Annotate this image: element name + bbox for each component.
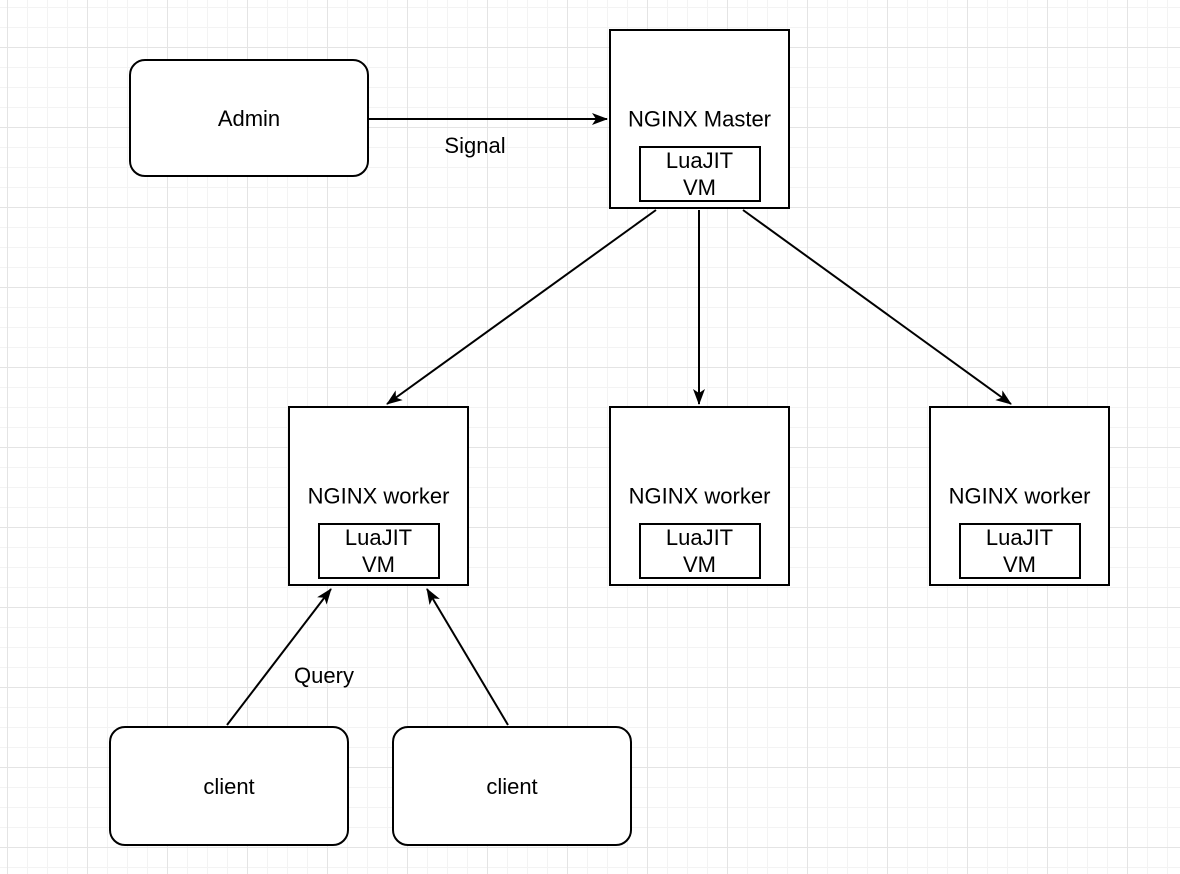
node-worker1-luajit-vm[interactable]: LuaJIT VM	[317, 523, 440, 579]
edge-label-query: Query	[294, 663, 354, 688]
node-client-label: client	[203, 773, 255, 799]
luajit-vm-label-line2: VM	[683, 175, 716, 200]
node-client-2[interactable]: client	[392, 726, 632, 846]
node-nginx-master[interactable]: NGINX Master LuaJIT VM	[609, 29, 790, 209]
node-master-luajit-vm[interactable]: LuaJIT VM	[638, 146, 761, 202]
luajit-vm-label-line2: VM	[683, 552, 716, 577]
node-client-1[interactable]: client	[109, 726, 349, 846]
luajit-vm-label-line2: VM	[362, 552, 395, 577]
node-nginx-worker-label: NGINX worker	[628, 483, 771, 509]
luajit-vm-label-line1: LuaJIT	[665, 148, 734, 173]
edge-label-signal: Signal	[444, 133, 506, 158]
luajit-vm-label-line2: VM	[1003, 552, 1036, 577]
edge-client1-to-worker1[interactable]	[226, 588, 332, 726]
node-nginx-worker-label: NGINX worker	[307, 483, 450, 509]
node-admin[interactable]: Admin	[129, 59, 369, 177]
luajit-vm-label-line1: LuaJIT	[985, 525, 1054, 550]
node-nginx-master-label: NGINX Master	[627, 106, 772, 132]
luajit-vm-label-line1: LuaJIT	[665, 525, 734, 550]
node-nginx-worker-label: NGINX worker	[948, 483, 1091, 509]
node-nginx-worker-3[interactable]: NGINX worker LuaJIT VM	[929, 406, 1110, 586]
edge-client2-to-worker1[interactable]	[426, 588, 509, 726]
luajit-vm-label-line1: LuaJIT	[344, 525, 413, 550]
node-admin-label: Admin	[217, 105, 281, 131]
node-nginx-worker-2[interactable]: NGINX worker LuaJIT VM	[609, 406, 790, 586]
node-client-label: client	[486, 773, 538, 799]
node-nginx-worker-1[interactable]: NGINX worker LuaJIT VM	[288, 406, 469, 586]
edge-master-to-worker1[interactable]	[386, 209, 657, 405]
node-worker2-luajit-vm[interactable]: LuaJIT VM	[638, 523, 761, 579]
edge-master-to-worker3[interactable]	[742, 209, 1012, 405]
node-worker3-luajit-vm[interactable]: LuaJIT VM	[958, 523, 1081, 579]
